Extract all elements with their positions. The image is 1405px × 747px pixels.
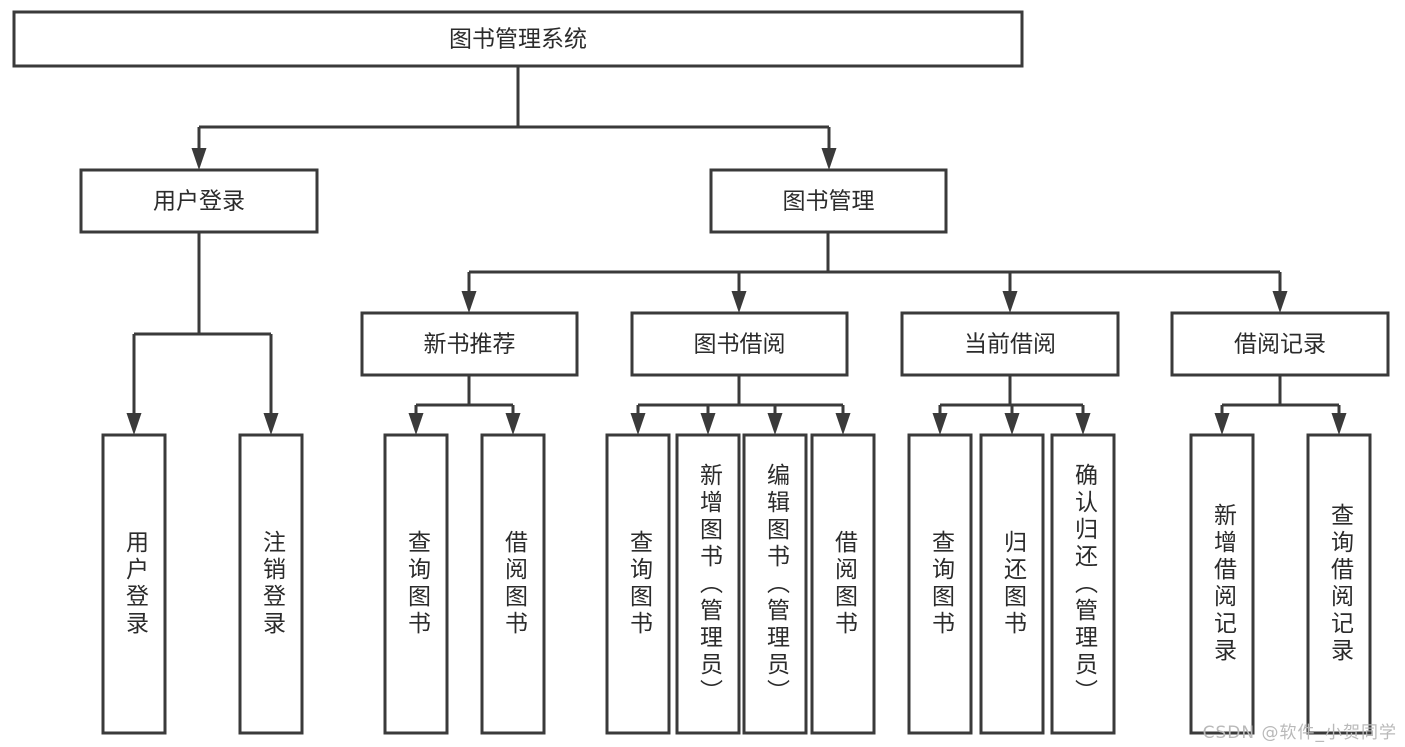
node-label: 图书借阅 bbox=[694, 332, 786, 358]
node-label: 图书管理 bbox=[783, 189, 875, 215]
node-user-login[interactable]: 用户登录 bbox=[79, 168, 319, 234]
leaf-node-leaf-query-book-borrow[interactable] bbox=[605, 433, 671, 735]
leaf-node-leaf-query-book-rec[interactable] bbox=[383, 433, 449, 735]
node-label: 借阅记录 bbox=[1234, 332, 1326, 358]
leaf-node-leaf-return-book[interactable] bbox=[979, 433, 1045, 735]
connector-user-login-to-leaves bbox=[126, 232, 279, 435]
leaf-node-leaf-user-logout[interactable] bbox=[238, 433, 304, 735]
node-borrow-record[interactable]: 借阅记录 bbox=[1170, 311, 1390, 377]
connector-new-book-recommend-to-leaves bbox=[408, 375, 521, 435]
node-new-book-recommend[interactable]: 新书推荐 bbox=[360, 311, 579, 377]
node-book-manage[interactable]: 图书管理 bbox=[709, 168, 948, 234]
node-root[interactable]: 图书管理系统 bbox=[12, 10, 1024, 68]
node-label: 新书推荐 bbox=[424, 332, 516, 358]
leaf-node-leaf-edit-book[interactable] bbox=[742, 433, 808, 735]
connector-root-to-level2 bbox=[191, 66, 837, 170]
node-label: 用户登录 bbox=[153, 189, 245, 215]
leaf-node-leaf-borrow-book-rec[interactable] bbox=[480, 433, 546, 735]
node-label: 图书管理系统 bbox=[449, 27, 587, 53]
leaf-node-leaf-confirm-return[interactable] bbox=[1050, 433, 1116, 735]
connector-current-borrow-to-leaves bbox=[932, 375, 1091, 435]
leaf-node-leaf-query-borrow-record[interactable] bbox=[1306, 433, 1372, 735]
leaf-node-leaf-borrow-book[interactable] bbox=[810, 433, 876, 735]
connector-book-borrow-to-leaves bbox=[630, 375, 851, 435]
connector-borrow-record-to-leaves bbox=[1214, 375, 1347, 435]
leaf-node-leaf-add-borrow-record[interactable] bbox=[1189, 433, 1255, 735]
connector-book-manage-to-level3 bbox=[461, 232, 1288, 313]
leaf-node-leaf-add-book[interactable] bbox=[675, 433, 741, 735]
node-label: 当前借阅 bbox=[964, 332, 1056, 358]
leaf-node-leaf-user-login[interactable] bbox=[101, 433, 167, 735]
watermark-text: CSDN @软件_小贺同学 bbox=[1202, 723, 1397, 743]
node-current-borrow[interactable]: 当前借阅 bbox=[900, 311, 1120, 377]
leaf-node-leaf-query-book-cur[interactable] bbox=[907, 433, 973, 735]
node-book-borrow[interactable]: 图书借阅 bbox=[630, 311, 849, 377]
